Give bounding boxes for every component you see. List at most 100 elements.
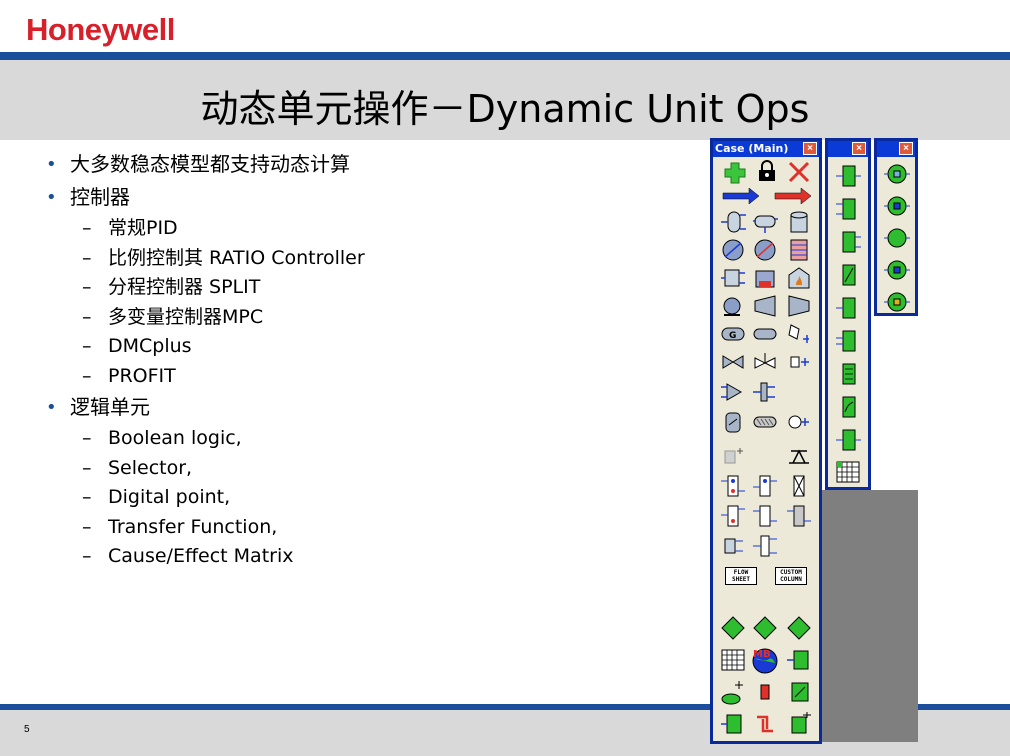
transfer-function-icon[interactable] bbox=[834, 394, 862, 420]
bullet-dot-icon: • bbox=[46, 397, 57, 418]
bullet-item: •逻辑单元 bbox=[44, 391, 684, 424]
circle-block-icon[interactable] bbox=[882, 289, 910, 315]
three-phase-separator-icon[interactable] bbox=[751, 209, 779, 235]
bullet-dot-icon: • bbox=[46, 154, 57, 175]
liquid-liquid-extractor-icon[interactable] bbox=[785, 503, 813, 529]
tank-icon[interactable] bbox=[785, 209, 813, 235]
air-cooler-icon[interactable] bbox=[719, 265, 747, 291]
sub-bullet-item: –PROFIT bbox=[82, 364, 176, 387]
tee-icon[interactable] bbox=[751, 379, 779, 405]
bottom-divider bbox=[0, 704, 1010, 710]
surge-controller-icon[interactable] bbox=[719, 679, 747, 705]
material-stream-icon[interactable] bbox=[721, 183, 761, 209]
profit-controller-icon[interactable] bbox=[834, 328, 862, 354]
delete-icon[interactable] bbox=[785, 159, 813, 185]
heater-icon[interactable] bbox=[719, 237, 747, 263]
logic-op-diamond-icon[interactable] bbox=[719, 615, 747, 641]
logic-op-diamond-icon[interactable] bbox=[751, 615, 779, 641]
component-splitter-icon[interactable] bbox=[719, 533, 747, 559]
top-divider bbox=[0, 52, 1010, 60]
honeywell-logo: Honeywell bbox=[26, 12, 175, 47]
sub-bullet-item: –Selector, bbox=[82, 456, 193, 479]
page-number: 5 bbox=[24, 724, 30, 735]
cause-effect-matrix-icon[interactable] bbox=[834, 459, 862, 485]
add-stream-icon[interactable] bbox=[721, 159, 749, 185]
controller-block-icon[interactable] bbox=[785, 647, 813, 673]
object-palette-main[interactable]: Case (Main) × G FLOW SH bbox=[710, 138, 822, 744]
slide-title: 动态单元操作－Dynamic Unit Ops bbox=[200, 87, 810, 131]
pid-controller-icon[interactable] bbox=[834, 163, 862, 189]
title-band bbox=[0, 60, 1010, 140]
bullet-dot-icon: • bbox=[46, 187, 57, 208]
mpc-controller-icon[interactable] bbox=[834, 262, 862, 288]
dmcplus-controller-icon[interactable] bbox=[834, 295, 862, 321]
energy-stream-icon[interactable] bbox=[773, 183, 813, 209]
custom-column-button[interactable]: CUSTOM COLUMN bbox=[775, 567, 807, 585]
sub-bullet-item: –常规PID bbox=[82, 217, 178, 239]
refluxed-absorber-icon[interactable] bbox=[751, 473, 779, 499]
expander-icon[interactable] bbox=[785, 293, 813, 319]
circle-block-icon[interactable] bbox=[882, 161, 910, 187]
split-range-controller-icon[interactable] bbox=[834, 229, 862, 255]
circle-block-icon[interactable] bbox=[882, 193, 910, 219]
flow-sheet-button[interactable]: FLOW SHEET bbox=[725, 567, 757, 585]
reciprocating-compressor-icon[interactable]: G bbox=[719, 321, 747, 347]
cooler-icon[interactable] bbox=[751, 237, 779, 263]
pipe-segment-icon[interactable] bbox=[751, 321, 779, 347]
absorber-icon[interactable] bbox=[719, 473, 747, 499]
close-button[interactable]: × bbox=[852, 142, 866, 155]
reactor-icon[interactable] bbox=[719, 409, 747, 435]
palette-titlebar[interactable]: Case (Main) bbox=[713, 141, 819, 157]
plug-flow-reactor-icon[interactable] bbox=[751, 409, 779, 435]
close-button[interactable]: × bbox=[803, 142, 817, 155]
distillation-column-icon[interactable] bbox=[785, 473, 813, 499]
sub-bullet-item: –分程控制器 SPLIT bbox=[82, 276, 261, 298]
circle-block-icon[interactable] bbox=[882, 225, 910, 251]
short-cut-column-icon[interactable] bbox=[751, 533, 779, 559]
object-palette-extensions[interactable]: × bbox=[874, 138, 918, 316]
lng-exchanger-icon[interactable] bbox=[751, 265, 779, 291]
fired-heater-icon[interactable] bbox=[785, 265, 813, 291]
three-phase-column-icon[interactable] bbox=[719, 503, 747, 529]
adjust-block-icon[interactable] bbox=[785, 711, 813, 737]
relief-valve-icon[interactable] bbox=[751, 349, 779, 375]
svg-text:MB: MB bbox=[753, 649, 771, 660]
lock-icon[interactable] bbox=[753, 159, 781, 185]
sub-bullet-item: –Digital point, bbox=[82, 486, 231, 508]
compressor-icon[interactable] bbox=[751, 293, 779, 319]
bullet-item: •大多数稳态模型都支持动态计算 bbox=[44, 148, 684, 181]
compressible-gas-pipe-icon[interactable] bbox=[785, 321, 813, 347]
sub-bullet-item: –比例控制其 RATIO Controller bbox=[82, 246, 365, 269]
bullet-list: •大多数稳态模型都支持动态计算 •控制器 –常规PID –比例控制其 RATIO… bbox=[44, 148, 684, 572]
ratio-controller-icon[interactable] bbox=[834, 196, 862, 222]
close-button[interactable]: × bbox=[899, 142, 913, 155]
check-valve-icon[interactable] bbox=[785, 349, 813, 375]
sub-bullet-item: –DMCplus bbox=[82, 335, 192, 357]
yield-shift-icon[interactable] bbox=[785, 409, 813, 435]
solids-separator-icon[interactable] bbox=[719, 441, 747, 467]
mass-balance-globe-icon[interactable]: MB bbox=[749, 645, 781, 675]
valve-icon[interactable] bbox=[719, 349, 747, 375]
palette-backdrop bbox=[822, 490, 918, 742]
bullet-item: •控制器 bbox=[44, 181, 684, 214]
pump-icon[interactable] bbox=[719, 293, 747, 319]
digital-point-icon[interactable] bbox=[834, 427, 862, 453]
red-indicator-icon[interactable] bbox=[751, 679, 779, 705]
sub-bullet-item: –多变量控制器MPC bbox=[82, 305, 264, 328]
reboiled-absorber-icon[interactable] bbox=[751, 503, 779, 529]
separator-icon[interactable] bbox=[719, 209, 747, 235]
pump-jack-icon[interactable] bbox=[785, 441, 813, 467]
mixer-icon[interactable] bbox=[719, 379, 747, 405]
recycle-icon[interactable] bbox=[751, 711, 779, 737]
spreadsheet-icon[interactable] bbox=[719, 647, 747, 673]
balance-block-icon[interactable] bbox=[719, 711, 747, 737]
object-palette-controls[interactable]: × bbox=[825, 138, 871, 490]
green-block-icon[interactable] bbox=[785, 679, 813, 705]
circle-block-icon[interactable] bbox=[882, 257, 910, 283]
selector-block-icon[interactable] bbox=[834, 361, 862, 387]
heat-exchanger-icon[interactable] bbox=[785, 237, 813, 263]
sub-bullet-item: –Transfer Function, bbox=[82, 515, 278, 538]
svg-text:G: G bbox=[729, 331, 736, 341]
sub-bullet-item: –Boolean logic, bbox=[82, 427, 242, 449]
logic-op-diamond-icon[interactable] bbox=[785, 615, 813, 641]
